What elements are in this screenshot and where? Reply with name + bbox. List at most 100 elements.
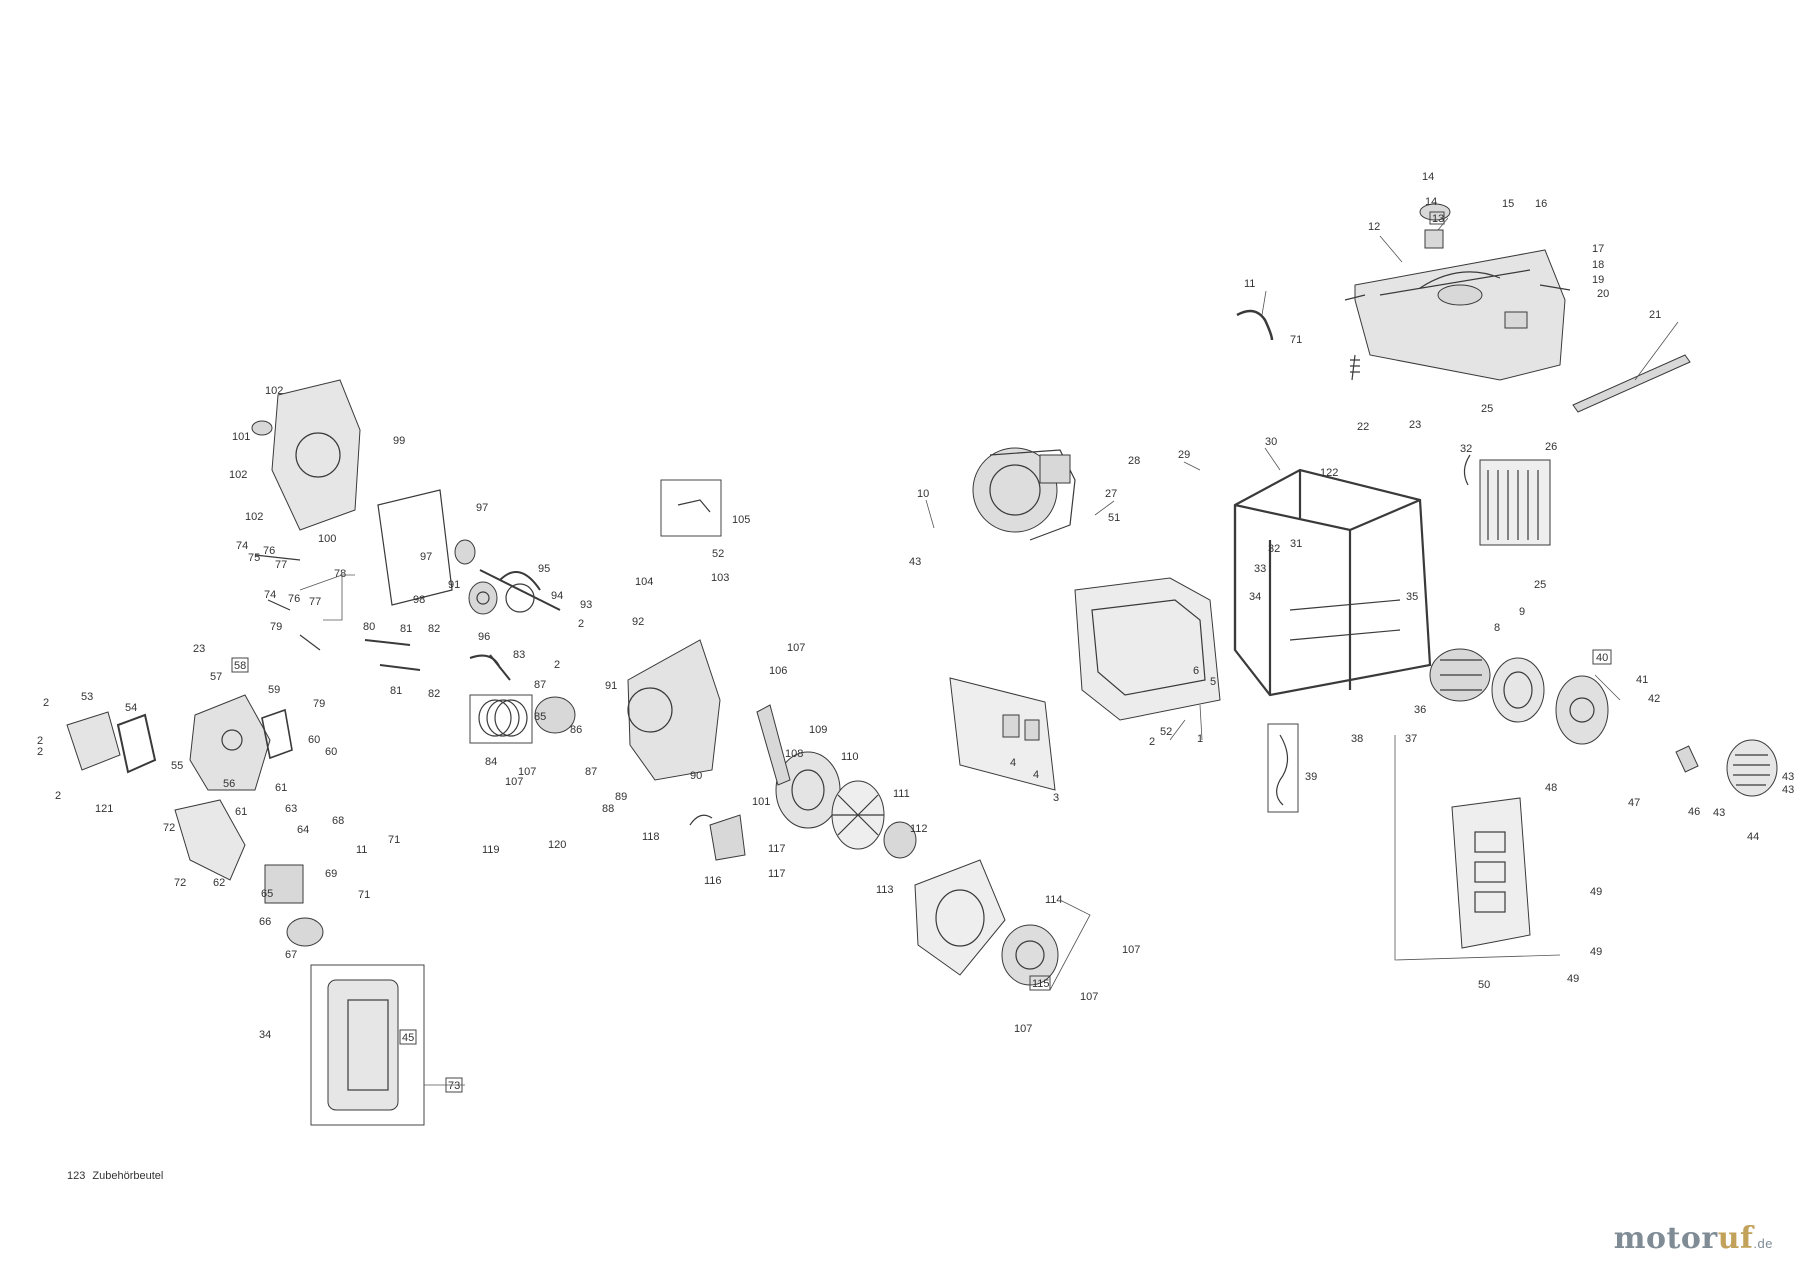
part-label: 76: [263, 545, 275, 557]
part-label: 84: [485, 756, 497, 768]
part-label: 80: [363, 621, 375, 633]
part-label: 118: [642, 831, 660, 843]
part-label: 17: [1592, 243, 1604, 255]
part-label: 71: [358, 889, 370, 901]
part-label: 25: [1534, 579, 1546, 591]
accessory-bag-number: 123: [67, 1170, 86, 1182]
part-label: 86: [570, 724, 582, 736]
part-label: 120: [548, 839, 566, 851]
part-label: 101: [232, 431, 250, 443]
part-label: 107: [1122, 944, 1140, 956]
valve-train: [254, 554, 421, 671]
part-label: 74: [264, 589, 276, 601]
stator: [1491, 657, 1545, 723]
part-label: 5: [1210, 676, 1216, 688]
part-label: 71: [1290, 334, 1302, 346]
cylinder-head: [189, 694, 271, 791]
part-label: 13: [1432, 213, 1444, 225]
part-label: 69: [325, 868, 337, 880]
part-label: 2: [37, 735, 43, 747]
crankshaft: [479, 569, 561, 613]
gasket-98: [377, 489, 453, 606]
carburetor: [264, 864, 324, 947]
part-label: 76: [288, 593, 300, 605]
part-label: 35: [1406, 591, 1418, 603]
part-label: 77: [275, 559, 287, 571]
part-label: 45: [402, 1032, 414, 1044]
end-cover: [1555, 675, 1609, 745]
brand-logo: motoruf.de: [1614, 1221, 1773, 1256]
part-label: 2: [43, 697, 49, 709]
part-label: 47: [1628, 797, 1640, 809]
part-label: 112: [910, 823, 928, 835]
brush-holder: [1675, 745, 1699, 773]
part-label: 18: [1592, 259, 1604, 271]
head-gasket-54: [116, 713, 157, 774]
bottom-cover: [1451, 797, 1531, 949]
part-label: 58: [234, 660, 246, 672]
part-label: 41: [1636, 674, 1648, 686]
fuel-hose: [1236, 309, 1274, 341]
part-label: 66: [259, 916, 271, 928]
accessory-bag-text: Zubehörbeutel: [92, 1170, 164, 1182]
part-label: 40: [1596, 652, 1608, 664]
part-label: 8: [1494, 622, 1500, 634]
part-label: 2: [578, 618, 584, 630]
part-label: 107: [518, 766, 536, 778]
side-rail: [1572, 354, 1691, 413]
part-label: 16: [1535, 198, 1547, 210]
part-label: 105: [732, 514, 750, 526]
brand-logo-part2: uf: [1717, 1221, 1754, 1256]
cylinder-block: [627, 639, 721, 781]
part-label: 1: [1197, 733, 1203, 745]
part-label: 32: [1460, 443, 1472, 455]
part-label: 106: [769, 665, 787, 677]
control-plate: [949, 677, 1056, 791]
part-label: 3: [1053, 792, 1059, 804]
part-label: 43: [1713, 807, 1725, 819]
part-label: 60: [308, 734, 320, 746]
part-label: 93: [580, 599, 592, 611]
part-label: 109: [809, 724, 827, 736]
part-label: 82: [428, 688, 440, 700]
part-label: 110: [841, 751, 859, 763]
part-label: 11: [356, 844, 367, 856]
part-label: 91: [605, 680, 617, 692]
part-label: 90: [690, 770, 702, 782]
ignition-coil: [689, 814, 746, 861]
part-label: 71: [388, 834, 400, 846]
fuel-cap: [1419, 203, 1451, 249]
part-label: 64: [297, 824, 309, 836]
part-label: 107: [1014, 1023, 1032, 1035]
part-label: 21: [1649, 309, 1661, 321]
part-label: 81: [400, 623, 412, 635]
part-label: 2: [37, 746, 43, 758]
part-label: 107: [505, 776, 523, 788]
muffler: [1463, 454, 1551, 546]
part-label: 102: [265, 385, 283, 397]
brand-logo-suffix: .de: [1753, 1236, 1773, 1251]
part-labels: 14 14 13 15 16 12 17 18 19 20 21 11 71 2…: [37, 171, 1794, 1093]
part-label: 42: [1648, 693, 1660, 705]
part-label: 103: [711, 572, 729, 584]
fan-cover: [1726, 739, 1778, 797]
part-label: 122: [1320, 467, 1338, 479]
part-label: 48: [1545, 782, 1557, 794]
part-label: 72: [163, 822, 175, 834]
part-label: 91: [448, 579, 460, 591]
part-label: 59: [268, 684, 280, 696]
part-label: 43: [909, 556, 921, 568]
part-label: 25: [1481, 403, 1493, 415]
part-label: 65: [261, 888, 273, 900]
front-panel: [1074, 577, 1221, 721]
part-label: 4: [1033, 769, 1039, 781]
part-label: 60: [325, 746, 337, 758]
frame: [1233, 468, 1432, 697]
part-label: 38: [1351, 733, 1363, 745]
crankcase-cover: [251, 379, 361, 531]
part-label: 121: [95, 803, 113, 815]
part-label: 68: [332, 815, 344, 827]
part-label: 14: [1422, 171, 1434, 183]
part-label: 37: [1405, 733, 1417, 745]
